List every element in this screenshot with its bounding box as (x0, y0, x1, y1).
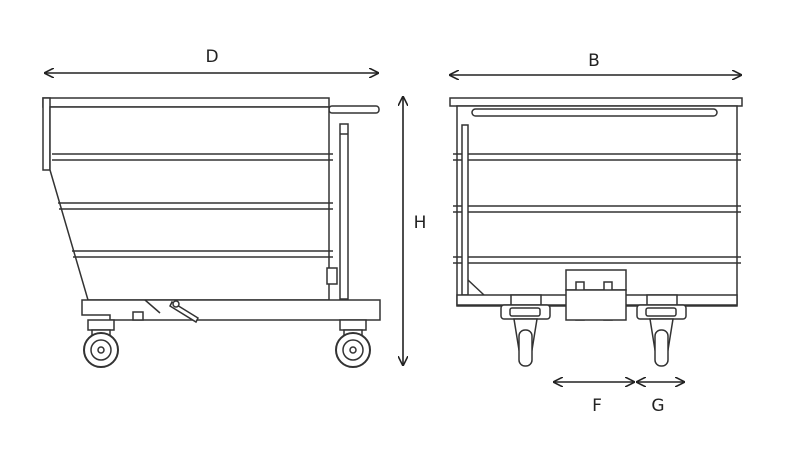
front-latch-plate (565, 269, 627, 291)
side-push-handle (328, 105, 380, 114)
front-side-post (461, 124, 469, 296)
side-view: D H (42, 47, 427, 368)
side-top-rim (42, 97, 330, 108)
wheel-offset-label: F (592, 396, 602, 416)
side-rear-castor (335, 319, 371, 368)
side-front-flange (42, 97, 51, 171)
wheel-spacing-label: G (651, 396, 664, 416)
width-label: B (588, 51, 600, 71)
front-top-rim (449, 97, 743, 107)
side-front-castor (83, 319, 119, 368)
height-label: H (414, 213, 427, 233)
front-left-castor (500, 294, 551, 367)
side-latch (326, 267, 338, 285)
side-rear-post (339, 123, 349, 300)
depth-label: D (205, 47, 218, 67)
front-handle-slot (471, 108, 718, 117)
front-view: B (449, 51, 743, 416)
side-base-frame (81, 299, 381, 321)
front-right-castor (636, 294, 687, 367)
